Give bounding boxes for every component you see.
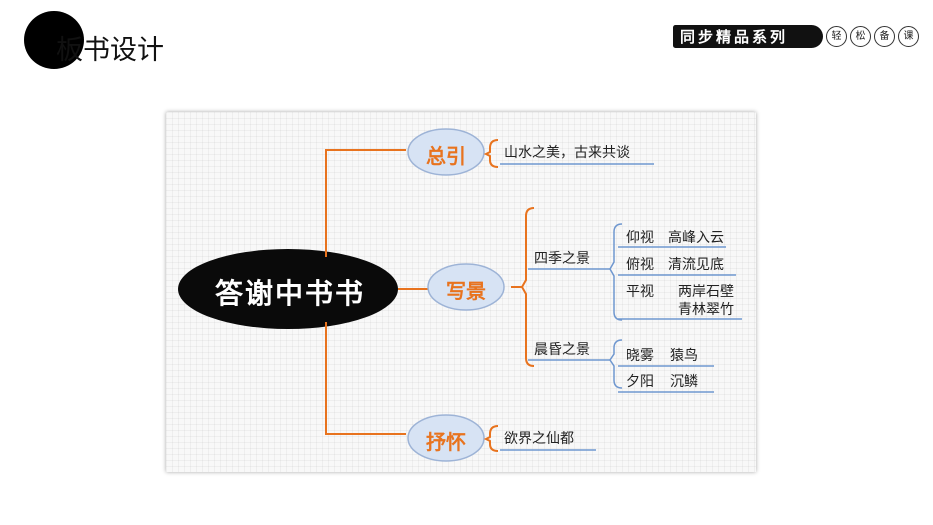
root-node: [178, 249, 398, 329]
item-value-xiaowu: 猿鸟: [670, 348, 698, 364]
chip-2: 松: [850, 26, 871, 47]
branch-label-xiejing: 写景: [446, 279, 486, 303]
node-xiejing-shape: [427, 263, 505, 311]
item-value-pingshi-2: 青林翠竹: [678, 302, 734, 318]
leaf-zongyin: 山水之美，古来共谈: [504, 145, 630, 161]
chip-4: 课: [898, 26, 919, 47]
item-value-fushi: 清流见底: [668, 257, 724, 273]
page-title: 板书设计: [56, 35, 164, 66]
brace-sijizhijing: [609, 223, 623, 321]
mind-map-connectors: [178, 128, 742, 462]
series-badge: [673, 25, 823, 48]
group-label-siji: 四季之景: [534, 251, 590, 267]
chip-1: 轻: [826, 26, 847, 47]
leaf-shuhuai: 欲界之仙都: [504, 431, 574, 447]
item-value-xiyang: 沉鳞: [670, 374, 698, 390]
branch-label-shuhuai: 抒怀: [426, 430, 466, 454]
brace-chenhunzhijing: [609, 339, 623, 389]
node-shuhuai-shape: [407, 414, 485, 462]
mind-map-panel: 答谢中书书 总引 写景 抒怀 山水之美，古来共谈 四季之景 仰视 高峰入云 俯视…: [166, 112, 756, 472]
item-key-yangshi: 仰视: [626, 230, 654, 246]
chip-3: 备: [874, 26, 895, 47]
orange-connectors: [325, 149, 428, 435]
item-key-pingshi: 平视: [626, 284, 654, 300]
branch-label-zongyin: 总引: [426, 144, 466, 168]
node-zongyin-shape: [407, 128, 485, 176]
brace-xiejing: [511, 207, 535, 367]
item-key-xiaowu: 晓雾: [626, 348, 654, 364]
item-value-yangshi: 高峰入云: [668, 230, 724, 246]
brace-shuhuai: [483, 425, 499, 452]
root-label: 答谢中书书: [214, 277, 365, 310]
item-key-xiyang: 夕阳: [626, 374, 654, 390]
item-key-fushi: 俯视: [626, 257, 654, 273]
brace-zongyin: [483, 139, 499, 168]
group-label-chenhun: 晨昏之景: [534, 342, 590, 358]
header-circle-decoration: [24, 11, 84, 69]
series-label: 同步精品系列: [680, 28, 789, 46]
item-value-pingshi-1: 两岸石壁: [678, 284, 734, 300]
